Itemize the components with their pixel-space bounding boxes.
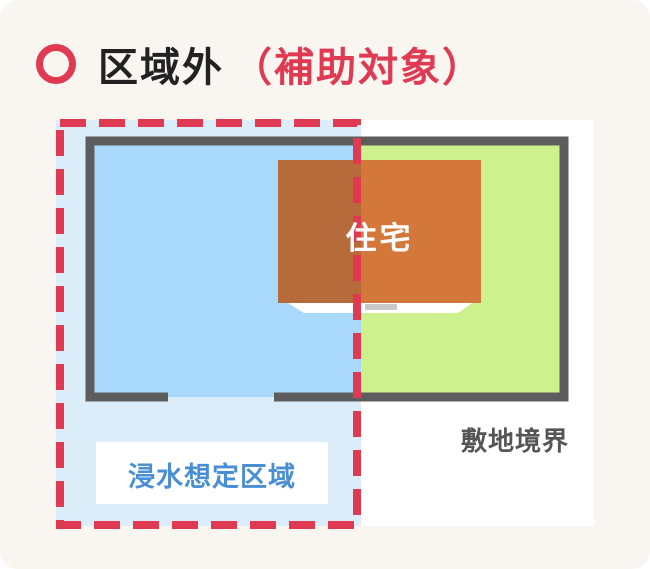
circle-icon — [36, 44, 76, 84]
house-flood-part — [278, 160, 361, 303]
house-label: 住宅 — [345, 221, 414, 257]
zone-label: 浸水想定区域 — [128, 462, 296, 493]
title: 区域外 — [98, 45, 224, 91]
lot-boundary-wall — [85, 136, 569, 402]
house-step — [365, 304, 397, 310]
boundary-label: 敷地境界 — [460, 427, 569, 457]
subtitle: （補助対象） — [232, 45, 484, 91]
zone-label-box — [96, 442, 328, 504]
header: 区域外 （補助対象） — [36, 38, 484, 91]
